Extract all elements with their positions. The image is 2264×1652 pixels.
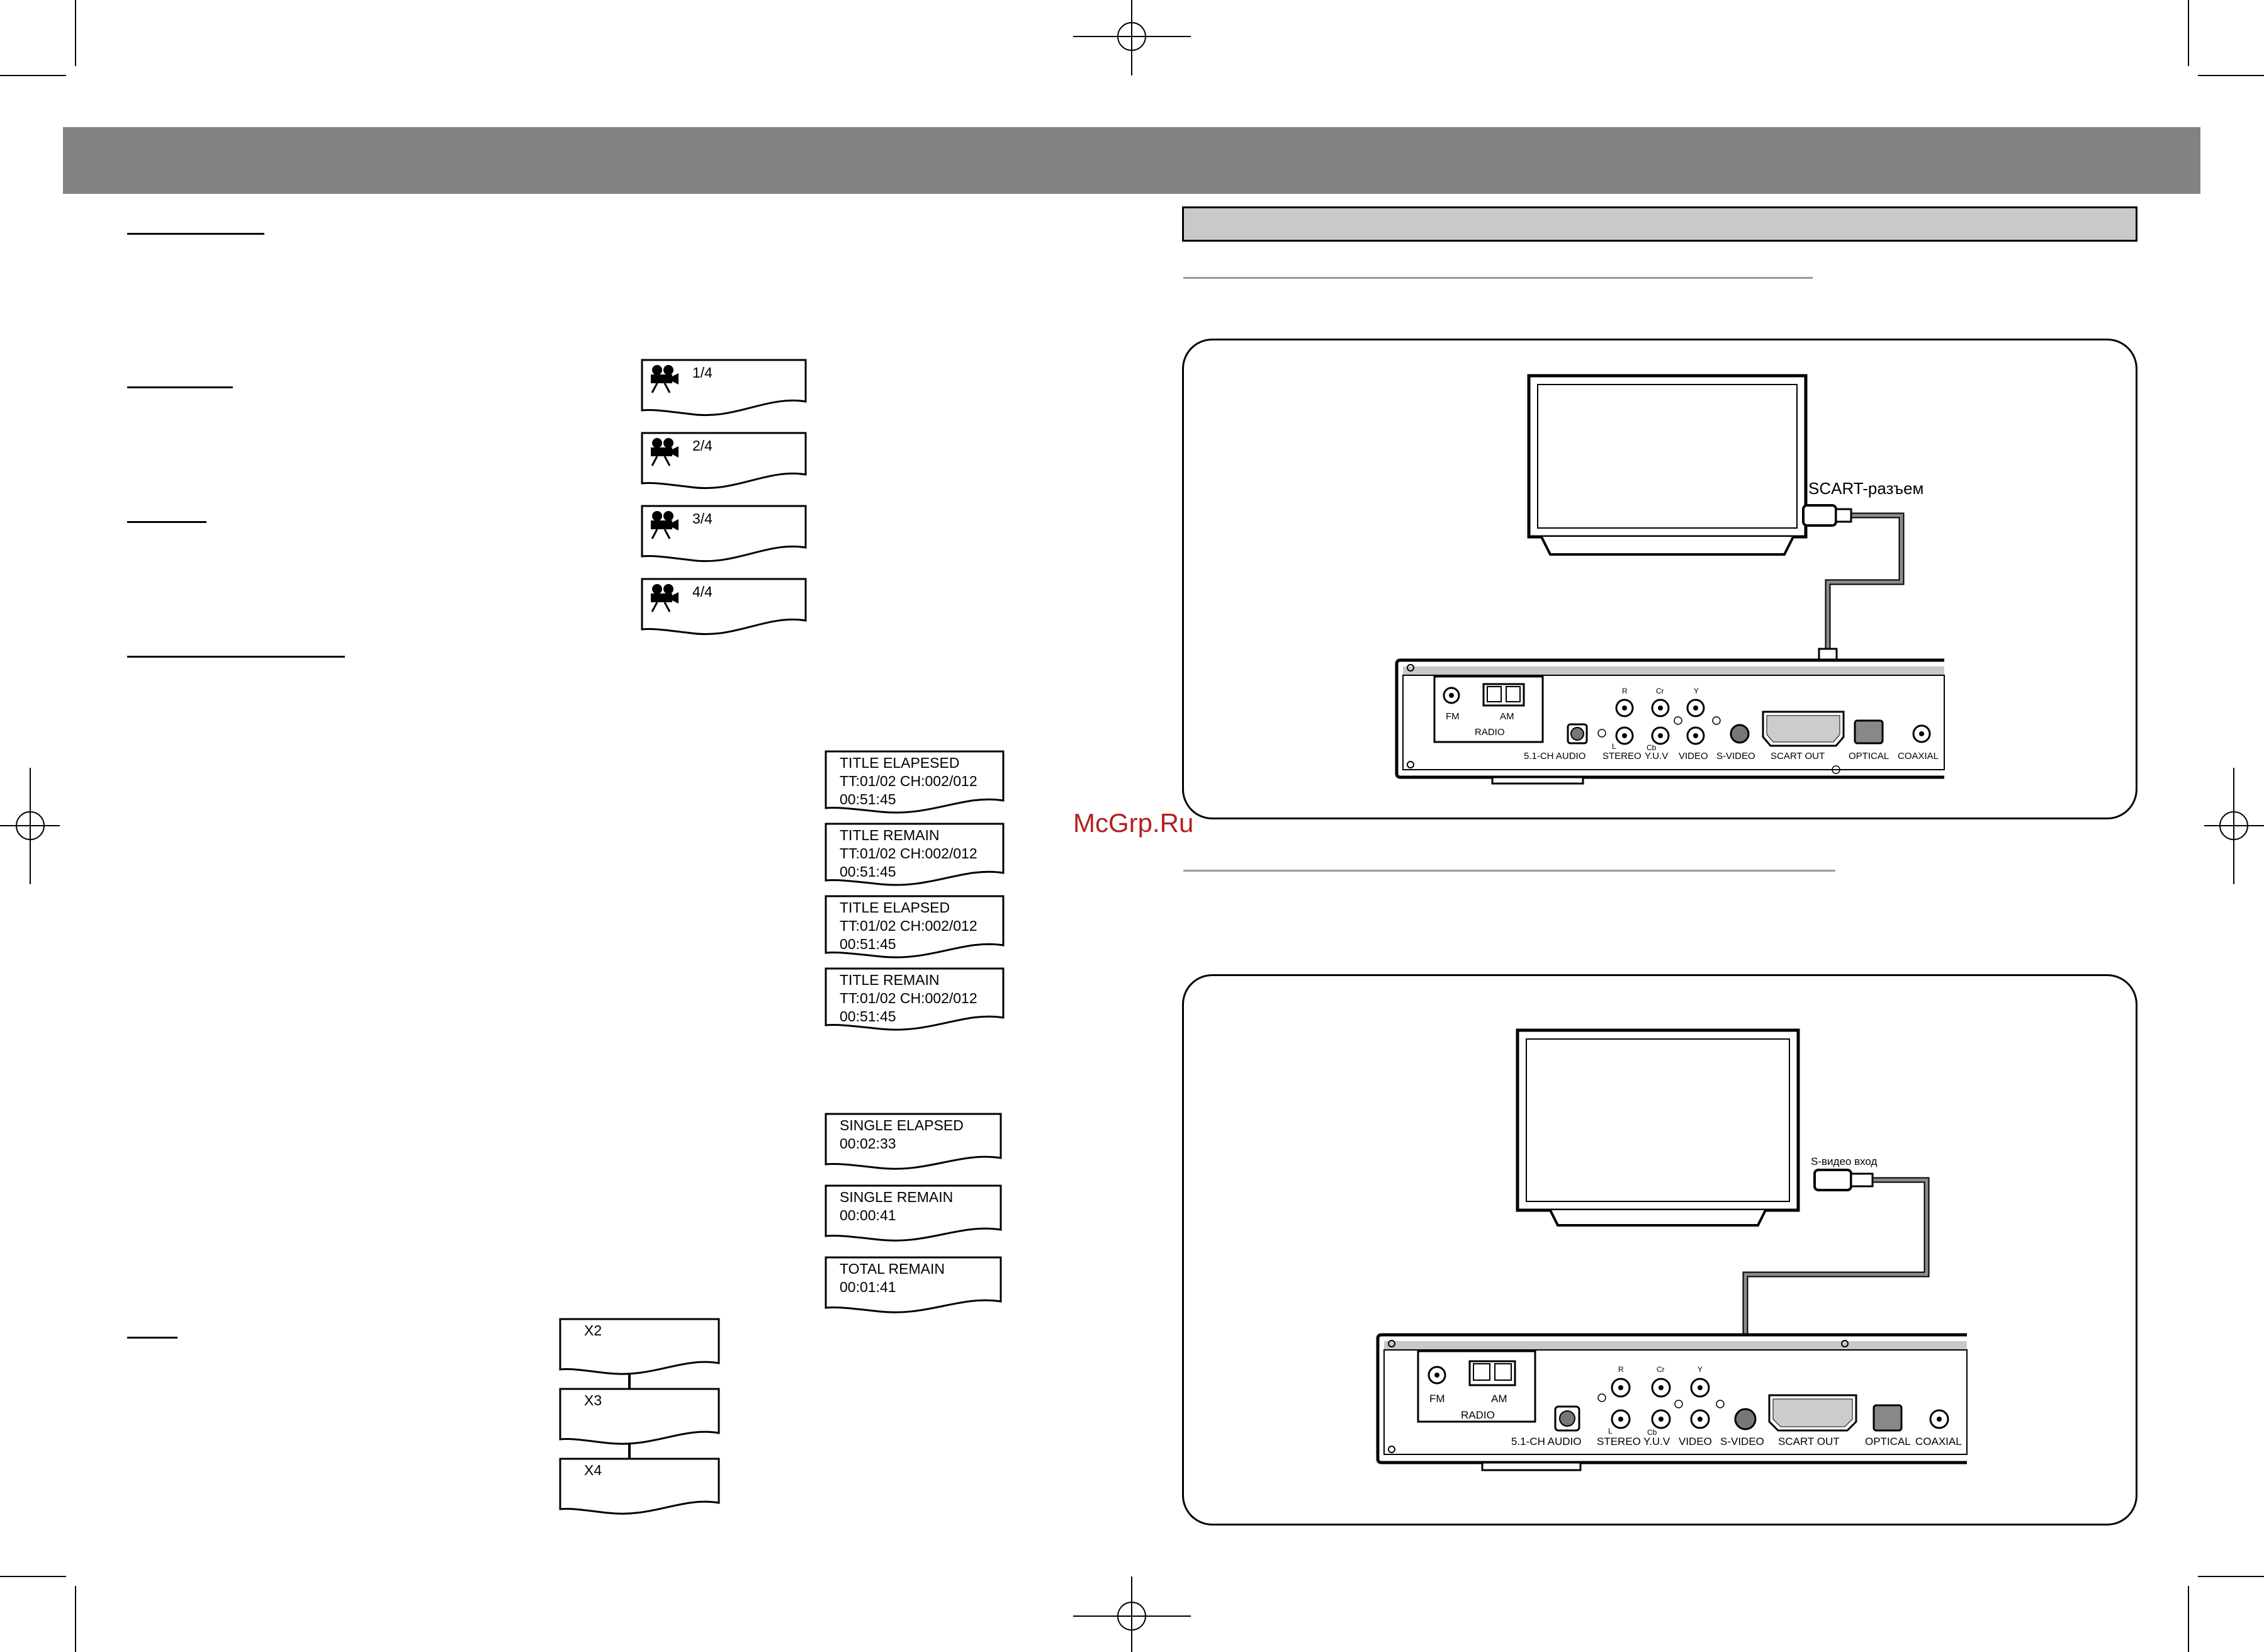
port-label-r: R [1622, 687, 1628, 695]
angle-screen-1: 1/4 [641, 359, 807, 419]
time-screen-dvd-4: TITLE REMAIN TT:01/02 CH:002/012 00:51:4… [825, 967, 1005, 1034]
time-screen-dvd-1: TITLE ELAPESED TT:01/02 CH:002/012 00:51… [825, 750, 1005, 817]
angle-screen-4: 4/4 [641, 578, 807, 638]
angle-screen-text: 1/4 [692, 364, 712, 381]
diagram-svideo-connection: S-видео вход FM AM RADIO R L Cr Cb Y 5.1… [1182, 974, 2137, 1526]
movie-camera-icon [651, 365, 679, 393]
port-label-fm: FM [1429, 1393, 1445, 1405]
heading-underline-2 [127, 386, 233, 388]
port-label-stereo: STEREO [1597, 1436, 1641, 1447]
port-label-yuv: Y.U.V [1645, 751, 1669, 761]
time-screen-text: TITLE REMAIN TT:01/02 CH:002/012 00:51:4… [840, 827, 977, 880]
port-label-coaxial: COAXIAL [1898, 751, 1939, 761]
time-screen-text: TITLE ELAPESED TT:01/02 CH:002/012 00:51… [840, 755, 977, 807]
port-label-cr: Cr [1656, 687, 1664, 695]
zoom-screen-text: X3 [584, 1392, 602, 1408]
diagram-scart-connection: SCART-разъем FM AM RADIO R L Cr Cb Y 5.1… [1182, 339, 2137, 819]
scart-cable-icon [1794, 504, 1905, 685]
angle-screen-text: 4/4 [692, 583, 712, 600]
port-label-scart-out: SCART OUT [1778, 1436, 1840, 1447]
port-label-cr: Cr [1657, 1365, 1665, 1374]
port-label-cb: Cb [1647, 1428, 1657, 1437]
port-label-5-1-audio: 5.1-CH AUDIO [1511, 1436, 1582, 1447]
zoom-screen-x4: X4 [559, 1458, 720, 1518]
zoom-screen-text: X4 [584, 1462, 602, 1478]
angle-screen-text: 2/4 [692, 437, 712, 454]
section-rule-scart [1183, 277, 1813, 279]
heading-underline-4 [127, 656, 345, 658]
port-label-cb: Cb [1647, 743, 1657, 752]
angle-screen-3: 3/4 [641, 505, 807, 565]
zoom-screen-x3: X3 [559, 1388, 720, 1448]
tv-icon [1516, 1028, 1800, 1227]
port-label-svideo: S-VIDEO [1720, 1436, 1764, 1447]
port-label-optical: OPTICAL [1849, 751, 1889, 761]
section-heading-bar [1182, 206, 2137, 242]
port-label-radio: RADIO [1475, 727, 1505, 738]
port-label-video: VIDEO [1679, 1436, 1712, 1447]
tv-icon [1527, 374, 1808, 556]
time-screen-cd-1: SINGLE ELAPSED 00:02:33 [825, 1113, 1002, 1173]
heading-underline-1 [127, 233, 264, 235]
movie-camera-icon [651, 511, 679, 539]
time-screen-text: SINGLE REMAIN 00:00:41 [840, 1189, 954, 1223]
port-label-svideo: S-VIDEO [1716, 751, 1755, 761]
angle-screen-2: 2/4 [641, 432, 807, 492]
port-label-y: Y [1694, 687, 1699, 695]
rear-panel-icon [1376, 1333, 1968, 1471]
port-label-radio: RADIO [1461, 1409, 1495, 1421]
section-rule-svideo [1183, 870, 1835, 872]
time-screen-cd-3: TOTAL REMAIN 00:01:41 [825, 1256, 1002, 1317]
angle-screen-text: 3/4 [692, 510, 712, 527]
port-label-5-1-audio: 5.1-CH AUDIO [1524, 751, 1586, 761]
time-screen-text: SINGLE ELAPSED 00:02:33 [840, 1117, 964, 1152]
header-bar [63, 127, 2200, 194]
port-label-yuv: Y.U.V [1643, 1436, 1670, 1447]
watermark: McGrp.Ru [1073, 808, 1194, 838]
port-label-am: AM [1491, 1393, 1507, 1405]
svideo-connector-label: S-видео вход [1811, 1155, 1878, 1167]
movie-camera-icon [651, 438, 679, 466]
heading-underline-3 [127, 521, 206, 523]
zoom-screen-x2: X2 [559, 1318, 720, 1378]
movie-camera-icon [651, 584, 679, 612]
port-label-fm: FM [1446, 711, 1460, 722]
port-label-scart-out: SCART OUT [1771, 751, 1825, 761]
port-label-l: L [1612, 742, 1616, 751]
diagram-svideo-graphics [1376, 1028, 1968, 1471]
time-screen-dvd-3: TITLE ELAPSED TT:01/02 CH:002/012 00:51:… [825, 895, 1005, 962]
port-label-stereo: STEREO [1602, 751, 1642, 761]
port-label-l: L [1608, 1427, 1613, 1436]
rear-panel-icon [1395, 658, 1945, 785]
port-label-video: VIDEO [1679, 751, 1708, 761]
time-screen-text: TITLE ELAPSED TT:01/02 CH:002/012 00:51:… [840, 899, 977, 952]
port-label-coaxial: COAXIAL [1915, 1436, 1962, 1447]
port-label-optical: OPTICAL [1865, 1436, 1911, 1447]
time-screen-text: TOTAL REMAIN 00:01:41 [840, 1261, 945, 1295]
port-label-y: Y [1698, 1365, 1703, 1374]
time-screen-text: TITLE REMAIN TT:01/02 CH:002/012 00:51:4… [840, 972, 977, 1025]
diagram-scart-graphics [1395, 374, 1945, 785]
zoom-screen-text: X2 [584, 1322, 602, 1339]
port-label-am: AM [1500, 711, 1514, 722]
time-screen-dvd-2: TITLE REMAIN TT:01/02 CH:002/012 00:51:4… [825, 823, 1005, 889]
scart-connector-label: SCART-разъем [1808, 479, 1924, 498]
time-screen-cd-2: SINGLE REMAIN 00:00:41 [825, 1184, 1002, 1245]
heading-underline-5 [127, 1337, 177, 1339]
port-label-r: R [1618, 1365, 1624, 1374]
